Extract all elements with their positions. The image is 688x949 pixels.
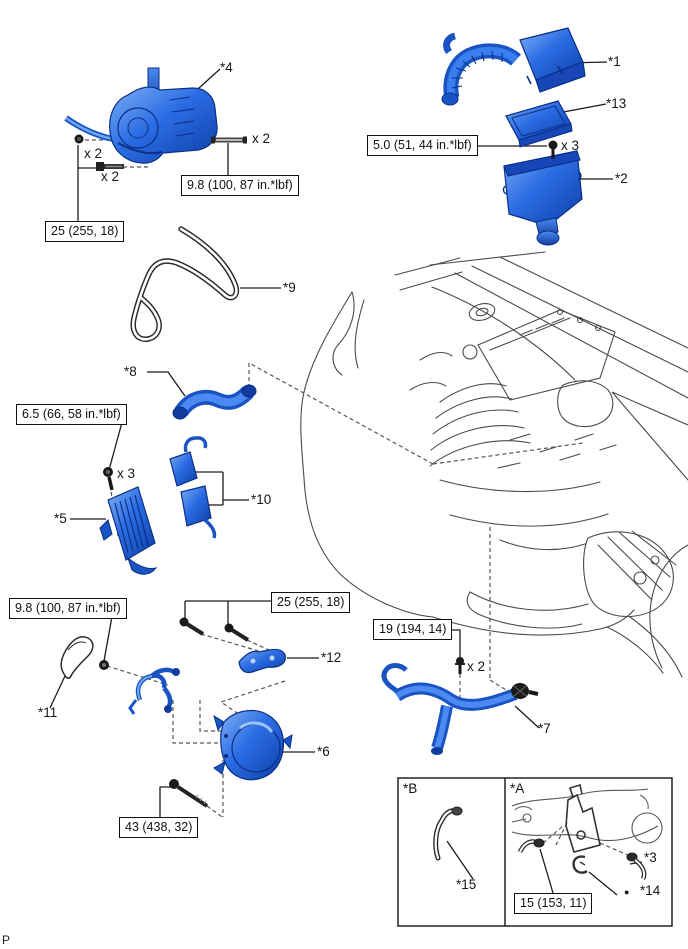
bracket-art xyxy=(238,648,286,674)
inset-label-a: *A xyxy=(510,781,525,796)
qty-x2-stud: x 2 xyxy=(252,131,271,146)
qty-x2-screw: x 2 xyxy=(467,659,486,674)
torque-box-15: 15 (153, 11) xyxy=(514,893,593,914)
torque-box-98-top: 9.8 (100, 87 in.*lbf) xyxy=(181,175,299,196)
callout-2: *2 xyxy=(615,171,628,186)
leader-lines xyxy=(49,61,643,896)
torque-box-25-top: 25 (255, 18) xyxy=(45,221,125,242)
torque-box-25-bottom: 25 (255, 18) xyxy=(271,592,351,613)
callout-6: *6 xyxy=(317,744,330,759)
motor-art xyxy=(213,709,293,781)
qty-x2-bolt: x 2 xyxy=(101,169,120,184)
callout-13: *13 xyxy=(606,96,627,111)
bypass-hose-art xyxy=(172,384,257,420)
filter-element-art xyxy=(505,100,573,148)
callout-14-bullet: ● xyxy=(624,887,630,897)
callout-4: *4 xyxy=(220,60,233,75)
callout-8: *8 xyxy=(124,364,137,379)
inset-a-art xyxy=(511,783,663,881)
qty-x3-bolt: x 3 xyxy=(117,466,136,481)
page-corner-letter: P xyxy=(2,933,11,947)
connectors-art xyxy=(169,436,217,539)
inset-label-b: *B xyxy=(403,781,418,796)
callout-10: *10 xyxy=(251,492,272,507)
callout-14: *14 xyxy=(640,883,661,898)
callout-5: *5 xyxy=(54,511,67,526)
insulator-art xyxy=(60,636,94,679)
fastener-art xyxy=(74,134,558,808)
water-pipe-art xyxy=(381,663,539,755)
qty-x3-screw: x 3 xyxy=(561,138,580,153)
callout-1: *1 xyxy=(608,54,621,69)
drive-belt-art xyxy=(130,226,240,342)
engine-bay-line-art xyxy=(300,251,688,678)
qty-x2-nut: x 2 xyxy=(84,146,103,161)
harness-art xyxy=(128,667,180,715)
torque-box-98-bottom: 9.8 (100, 87 in.*lbf) xyxy=(9,598,127,619)
compressor-art xyxy=(64,67,218,164)
callout-11: *11 xyxy=(38,705,58,720)
inset-b-hose-art xyxy=(433,806,463,861)
torque-box-65: 6.5 (66, 58 in.*lbf) xyxy=(16,404,127,425)
callout-12: *12 xyxy=(321,650,342,665)
callout-3: *3 xyxy=(644,850,657,865)
inset-panel-frame xyxy=(397,777,673,927)
air-cleaner-case-art xyxy=(502,150,583,246)
inverter-art xyxy=(99,486,158,575)
callout-7: *7 xyxy=(538,721,551,736)
torque-box-19: 19 (194, 14) xyxy=(373,619,453,640)
callout-9: *9 xyxy=(283,280,296,295)
torque-box-50: 5.0 (51, 44 in.*lbf) xyxy=(367,135,478,156)
air-cleaner-cap-art xyxy=(441,27,586,106)
callout-15: *15 xyxy=(456,877,477,892)
torque-box-43: 43 (438, 32) xyxy=(119,817,199,838)
dashed-assembly-lines xyxy=(85,139,631,857)
